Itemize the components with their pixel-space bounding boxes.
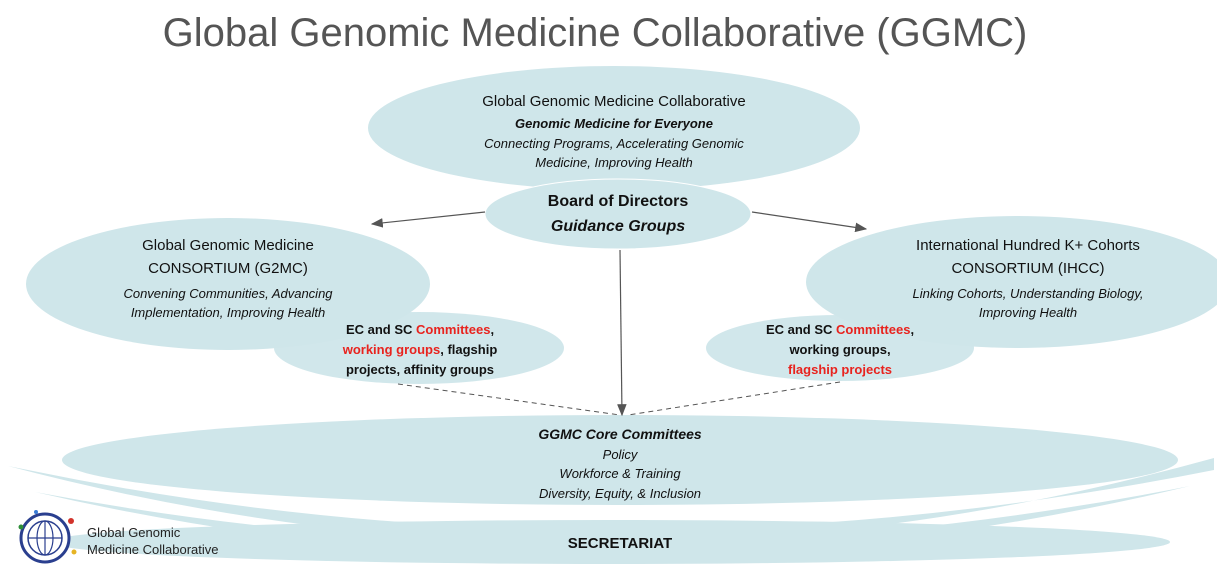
dashed-g2mc-core [397, 383, 621, 416]
ggmc-tagline: Genomic Medicine for Everyone [515, 116, 713, 131]
logo-line2: Medicine Collaborative [87, 542, 219, 557]
guidance-groups: Guidance Groups [550, 218, 686, 235]
secretariat-label: SECRETARIAT [567, 535, 673, 552]
secretariat-arc [8, 458, 1214, 544]
board-ellipse [484, 178, 752, 250]
dashed-ihcc-core [627, 381, 841, 416]
ihcc-committees-line2: working groups, [789, 342, 891, 357]
ihcc-name-line2: CONSORTIUM (IHCC) [951, 260, 1105, 277]
core-item-policy: Policy [602, 447, 638, 462]
arrow-to-core [617, 249, 627, 417]
g2mc-desc-line1: Convening Communities, Advancing [123, 286, 333, 301]
board-of-directors: Board of Directors [547, 193, 689, 210]
ggmc-ellipse [368, 66, 860, 190]
ihcc-desc-line2: Improving Health [978, 305, 1078, 320]
ggmc-desc-line2: Medicine, Improving Health [535, 155, 693, 170]
core-committees-ellipse [62, 415, 1178, 505]
ihcc-name-line1: International Hundred K+ Cohorts [916, 237, 1140, 254]
logo-text: Global Genomic Medicine Collaborative [87, 524, 219, 558]
g2mc-name-line1: Global Genomic Medicine [142, 237, 314, 254]
ihcc-committees-line3: flagship projects [787, 362, 893, 377]
ggmc-name: Global Genomic Medicine Collaborative [482, 93, 746, 110]
logo-line1: Global Genomic [87, 525, 181, 540]
arrow-to-ihcc [751, 211, 868, 233]
g2mc-name-line2: CONSORTIUM (G2MC) [148, 260, 308, 277]
secretariat-ellipse [50, 520, 1170, 564]
core-item-dei: Diversity, Equity, & Inclusion [538, 486, 702, 501]
ihcc-ellipse [806, 216, 1217, 348]
g2mc-committees-line1: EC and SC Committees, [345, 322, 495, 337]
core-committees-title: GGMC Core Committees [538, 426, 702, 442]
g2mc-desc-line2: Implementation, Improving Health [130, 305, 326, 320]
ihcc-committees-ellipse [706, 315, 974, 381]
ihcc-desc-line1: Linking Cohorts, Understanding Biology, [912, 286, 1144, 301]
ggmc-desc-line1: Connecting Programs, Accelerating Genomi… [484, 136, 744, 151]
g2mc-committees-line2: working groups, flagship [342, 342, 498, 357]
arrow-to-g2mc [370, 211, 486, 228]
page-title: Global Genomic Medicine Collaborative (G… [162, 11, 1028, 55]
ggmc-logo-icon [18, 510, 77, 564]
g2mc-ellipse [26, 218, 430, 350]
g2mc-committees-ellipse [274, 312, 564, 384]
core-item-workforce: Workforce & Training [559, 466, 681, 481]
g2mc-committees-line3: projects, affinity groups [345, 362, 495, 377]
ihcc-committees-line1: EC and SC Committees, [765, 322, 915, 337]
